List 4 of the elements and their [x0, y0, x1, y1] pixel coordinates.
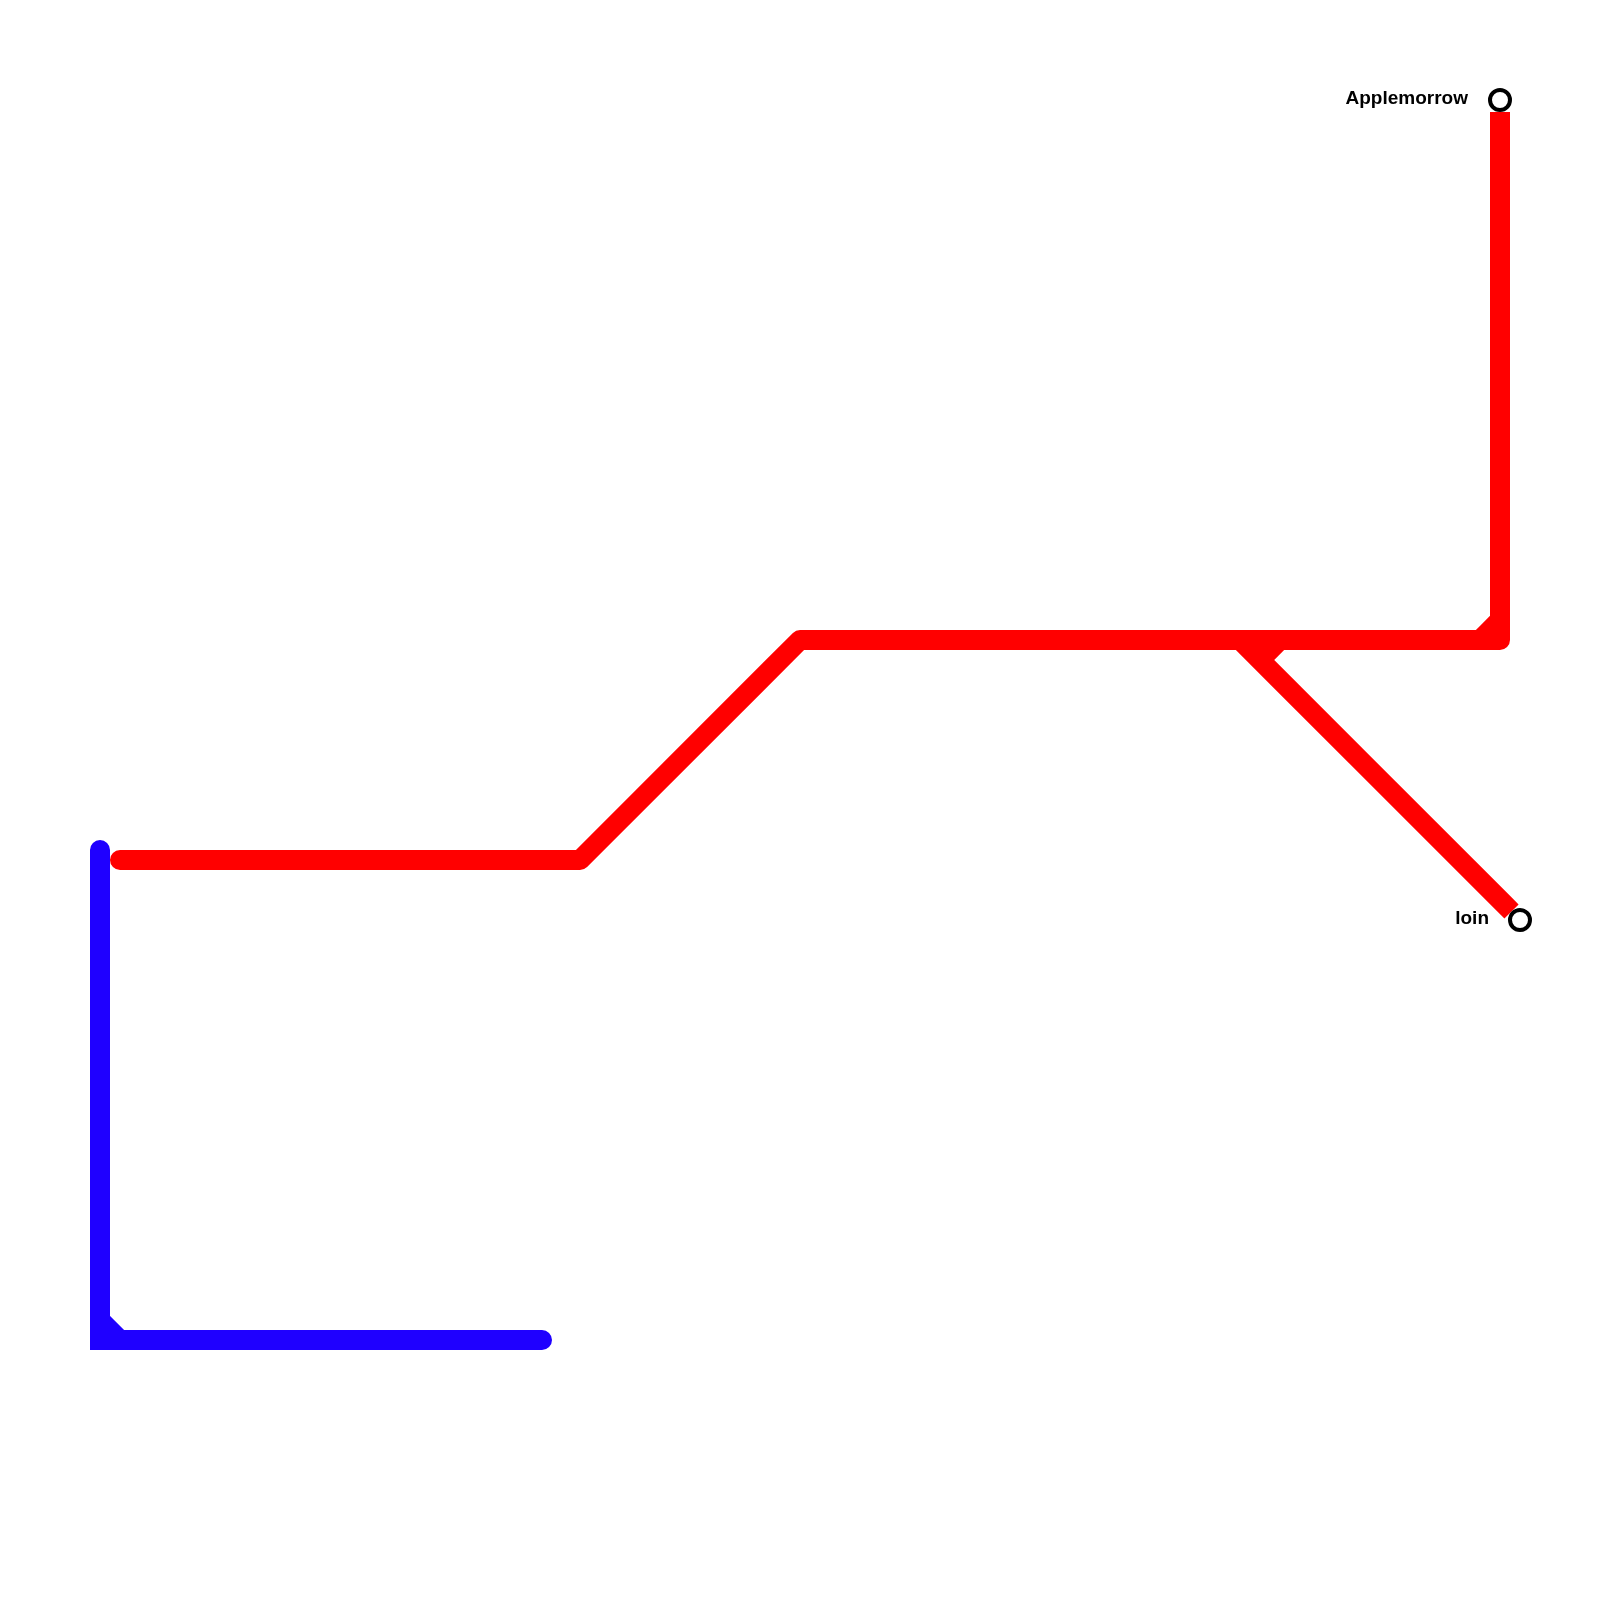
- station-circle: [1508, 908, 1532, 932]
- transit-line: [110, 112, 1510, 870]
- station-circle: [1488, 88, 1512, 112]
- station-label: Applemorrow: [1345, 87, 1468, 109]
